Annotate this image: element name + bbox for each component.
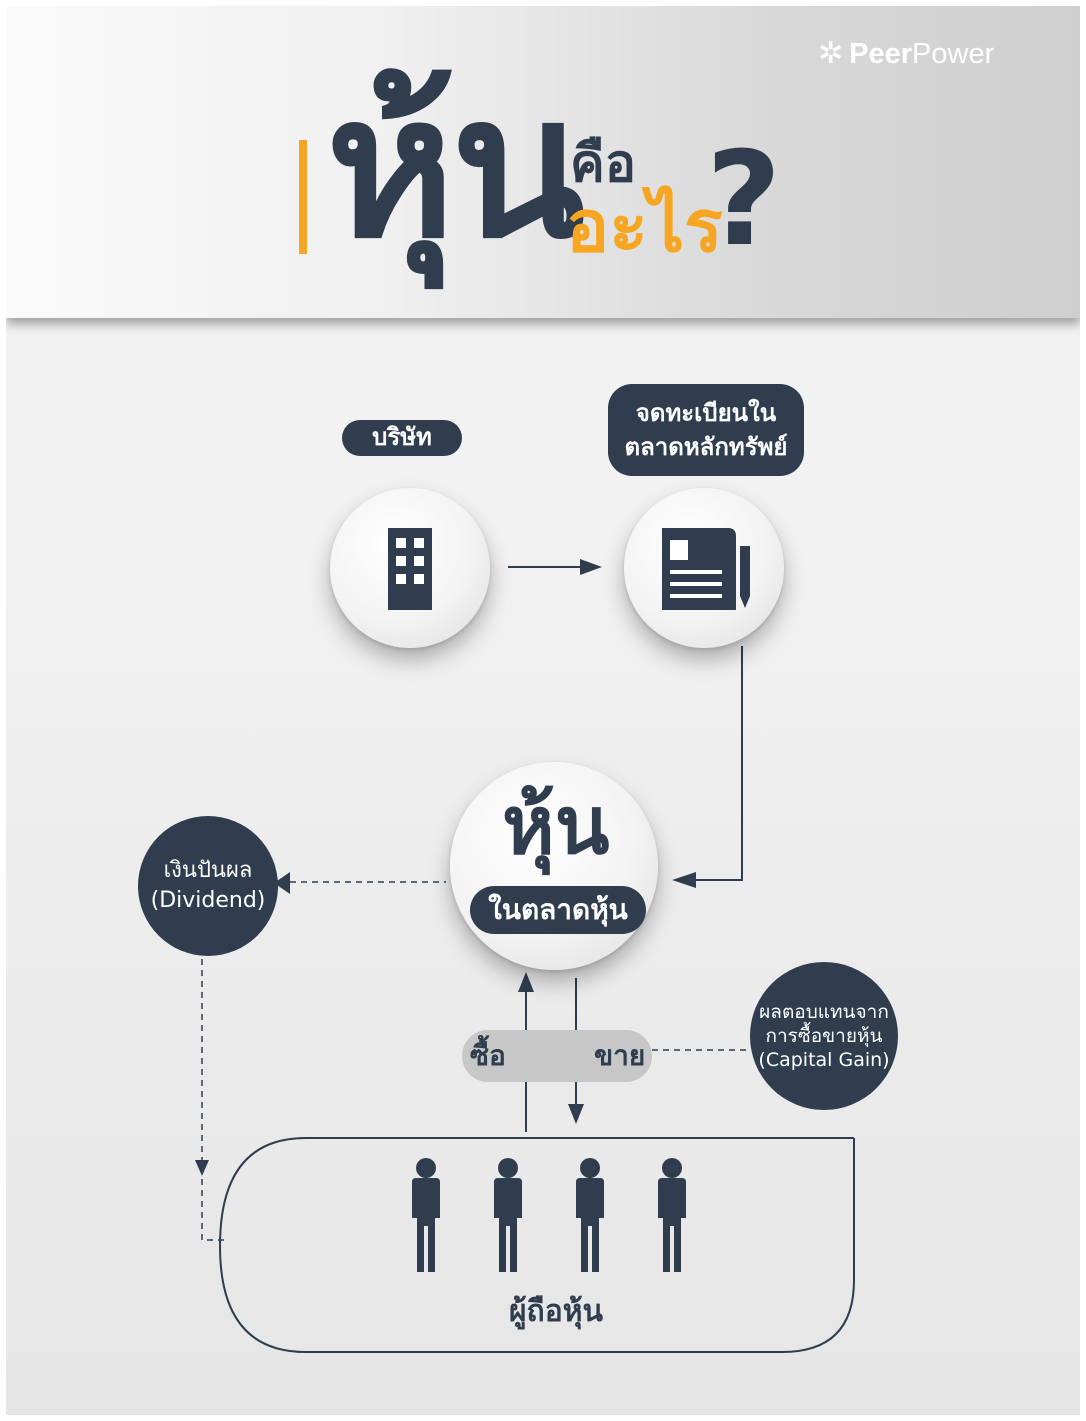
title-small: คือ <box>570 134 637 194</box>
sell-label: ขาย <box>594 1039 646 1072</box>
person-icon <box>658 1158 686 1272</box>
person-icon <box>494 1158 522 1272</box>
shareholders-label: ผู้ถือหุ้น <box>508 1294 604 1329</box>
connector-lines <box>195 559 855 1353</box>
infographic: ✲ PeerPower หุ้น คือ อะไร ? <box>6 6 1080 1415</box>
listing-label: จดทะเบียนใน ตลาดหลักทรัพย์ <box>608 384 804 476</box>
holders-container <box>218 1137 855 1353</box>
building-icon <box>388 528 432 610</box>
buy-label: ซื้อ <box>470 1039 506 1072</box>
peerpower-logo-icon: ✲ <box>818 36 844 71</box>
listing-circle <box>624 488 784 648</box>
dividend-line1: เงินปันผล <box>163 858 253 883</box>
brand-logo: ✲ PeerPower <box>818 34 994 74</box>
dashed-dividend-to-holders <box>201 948 226 1241</box>
shareholders-people <box>412 1158 686 1272</box>
listing-label-line2: ตลาดหลักทรัพย์ <box>624 433 788 461</box>
brand-name-light: Power <box>912 37 995 70</box>
arrowhead-sell <box>568 1104 584 1124</box>
dividend-pointer <box>274 872 290 894</box>
arrowhead-listing <box>580 559 602 575</box>
brand-name-bold: Peer <box>849 37 913 70</box>
company-label: บริษัท <box>342 420 462 456</box>
dividend-line2: (Dividend) <box>150 888 266 913</box>
gain-line1: ผลตอบแทนจาก <box>759 1001 889 1023</box>
capital-gain-circle: ผลตอบแทนจาก การซื้อขายหุ้น (Capital Gain… <box>750 962 898 1110</box>
person-icon <box>412 1158 440 1272</box>
shares-heading: หุ้น <box>502 779 610 872</box>
arrowhead-holders-dividend <box>195 1160 209 1176</box>
title-accent-bar <box>299 140 307 254</box>
buy-sell-pill <box>462 1030 652 1082</box>
shares-market-label: ในตลาดหุ้น <box>470 886 646 934</box>
gain-line2: การซื้อขายหุ้น <box>765 1025 883 1047</box>
gain-line3: (Capital Gain) <box>758 1049 890 1071</box>
title-main: หุ้น <box>326 54 585 282</box>
document-icon <box>662 528 750 610</box>
arrowhead-shares <box>672 872 696 888</box>
shares-circle <box>450 762 658 970</box>
company-circle <box>330 488 490 648</box>
title-question-mark: ? <box>706 123 782 275</box>
person-icon <box>576 1158 604 1272</box>
arrowhead-buy <box>518 972 534 992</box>
title-highlight: อะไร <box>566 184 723 268</box>
arrow-listing-to-shares <box>686 646 743 881</box>
header-banner: ✲ PeerPower หุ้น คือ อะไร ? <box>6 6 1080 318</box>
listing-label-line1: จดทะเบียนใน <box>635 399 777 427</box>
dividend-circle: เงินปันผล (Dividend) <box>138 816 278 956</box>
